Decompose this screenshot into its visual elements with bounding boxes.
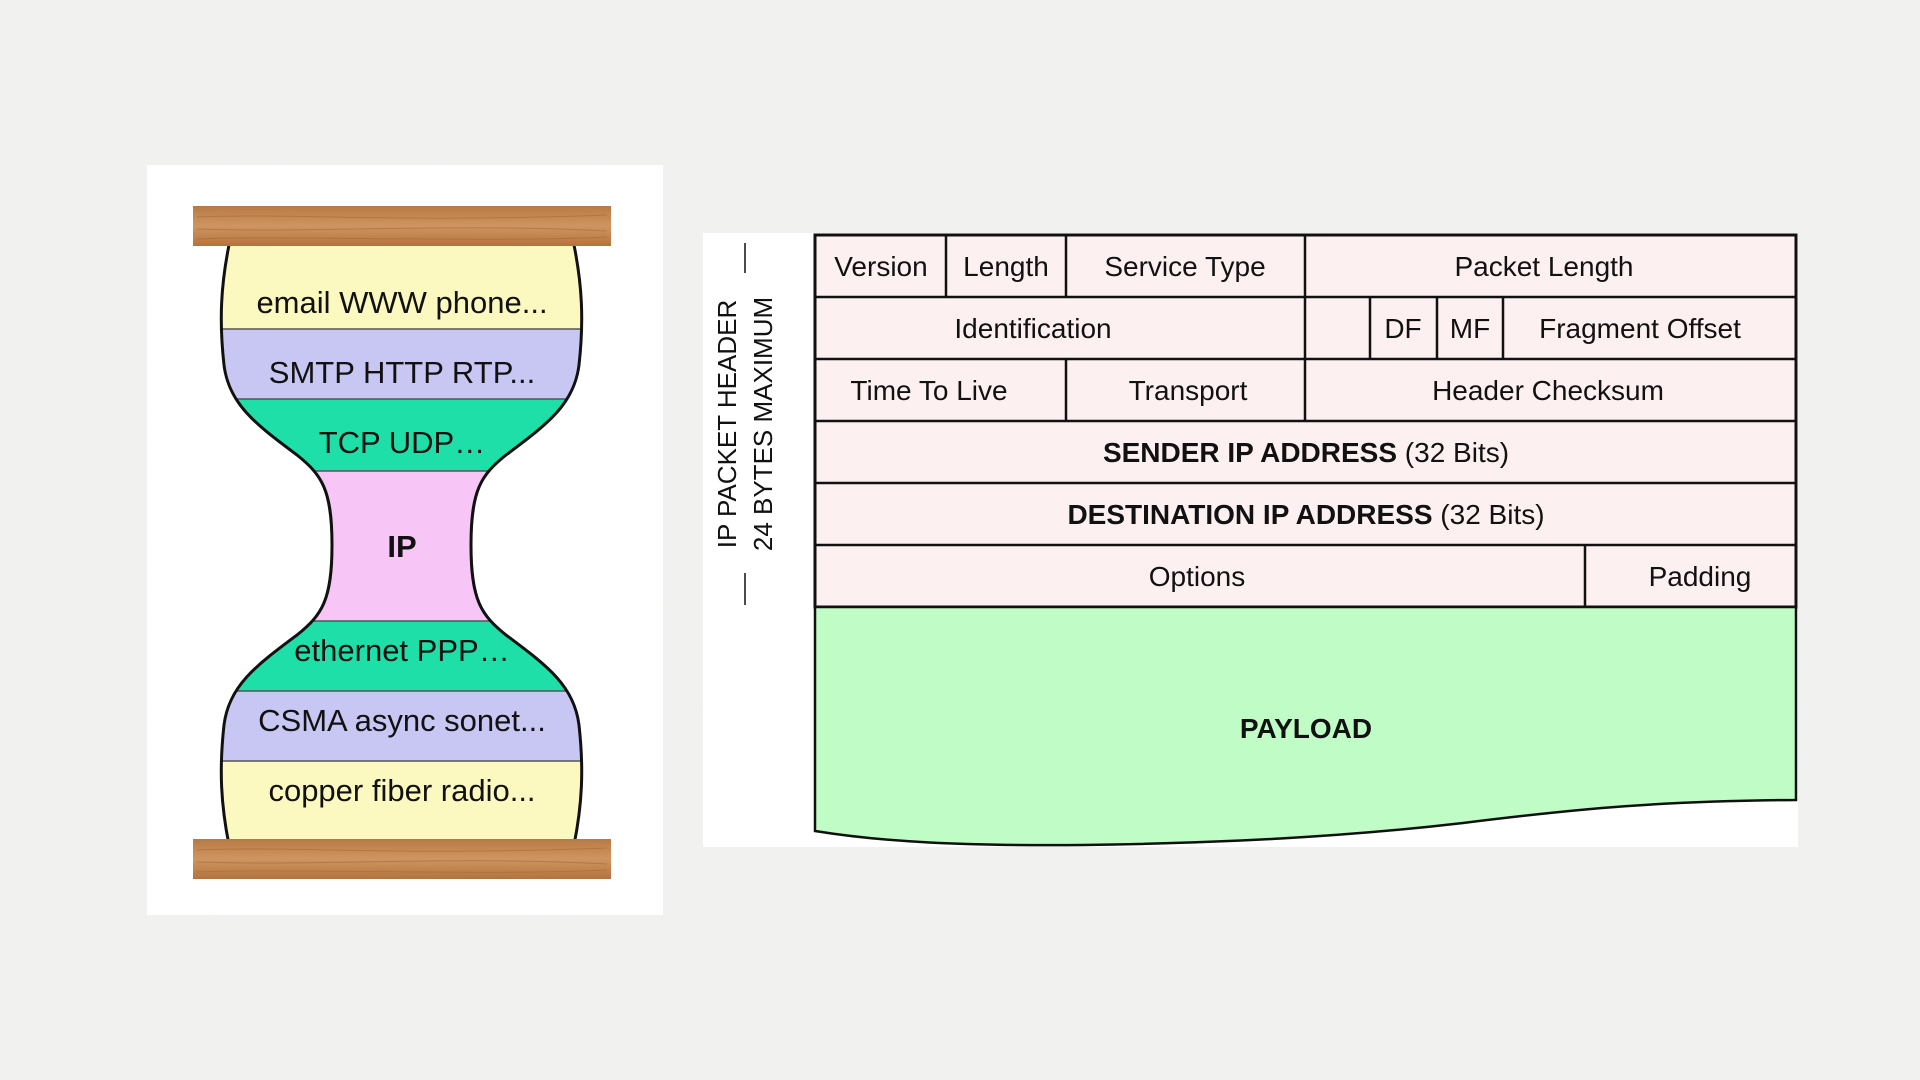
header-side-label-line1: IP PACKET HEADER (712, 300, 742, 549)
field-sender-ip-suffix: (32 Bits) (1397, 437, 1509, 468)
header-side-label-line2: 24 BYTES MAXIMUM (748, 297, 778, 551)
ip-header-diagram: IP PACKET HEADER 24 BYTES MAXIMUM (712, 233, 1798, 847)
field-destination-ip: DESTINATION IP ADDRESS (32 Bits) (1067, 499, 1544, 530)
field-packet-length: Packet Length (1454, 251, 1633, 282)
layer-label-transport: TCP UDP… (319, 425, 486, 460)
field-sender-ip: SENDER IP ADDRESS (32 Bits) (1103, 437, 1509, 468)
layer-label-ip: IP (387, 529, 416, 564)
field-mf: MF (1450, 313, 1490, 344)
field-df: DF (1384, 313, 1421, 344)
layer-band-applications (221, 245, 582, 329)
field-length: Length (963, 251, 1049, 282)
field-header-checksum: Header Checksum (1432, 375, 1664, 406)
layer-label-link: ethernet PPP… (294, 633, 509, 668)
ip-header-diagram-panel: IP PACKET HEADER 24 BYTES MAXIMUM (703, 233, 1798, 847)
hourglass-diagram-panel: email WWW phone... SMTP HTTP RTP... TCP … (147, 165, 663, 915)
layer-label-media-access: CSMA async sonet... (258, 703, 546, 738)
layer-band-physical (221, 761, 582, 845)
field-identification: Identification (954, 313, 1111, 344)
hourglass-diagram: email WWW phone... SMTP HTTP RTP... TCP … (193, 206, 611, 879)
layer-label-applications: email WWW phone... (256, 285, 547, 320)
field-padding: Padding (1649, 561, 1752, 592)
hourglass-outline (219, 244, 584, 846)
field-sender-ip-bold: SENDER IP ADDRESS (1103, 437, 1397, 468)
wood-plate-bottom (193, 839, 611, 879)
layer-label-app-protocols: SMTP HTTP RTP... (269, 355, 535, 390)
field-destination-ip-bold: DESTINATION IP ADDRESS (1067, 499, 1432, 530)
field-destination-ip-suffix: (32 Bits) (1433, 499, 1545, 530)
layer-label-physical: copper fiber radio... (268, 773, 535, 808)
field-time-to-live: Time To Live (850, 375, 1007, 406)
layer-band-media-access (221, 691, 582, 761)
field-fragment-offset: Fragment Offset (1539, 313, 1741, 344)
layer-band-app-protocols (221, 329, 582, 399)
field-transport: Transport (1129, 375, 1248, 406)
wood-plate-top (193, 206, 611, 246)
field-service-type: Service Type (1104, 251, 1265, 282)
payload-label: PAYLOAD (1240, 713, 1372, 744)
field-version: Version (834, 251, 927, 282)
payload-block (813, 605, 1798, 847)
field-options: Options (1149, 561, 1246, 592)
